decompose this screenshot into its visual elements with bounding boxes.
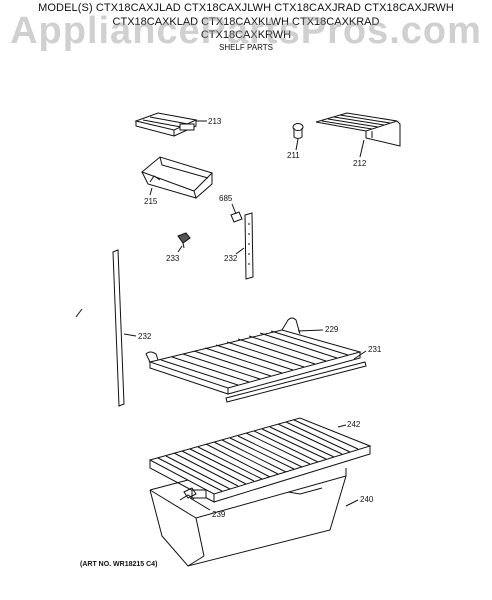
leader-233: [177, 245, 183, 253]
leader-231: [353, 350, 367, 360]
leader-215: [149, 187, 153, 196]
part-239-tab[interactable]: [183, 487, 197, 499]
leader-212: [359, 139, 365, 158]
part-213-shelf-rack[interactable]: [134, 112, 198, 137]
leader-239: [189, 497, 211, 511]
leader-240: [345, 499, 359, 507]
leader-242: [337, 424, 347, 428]
label-231: 231: [368, 345, 382, 354]
part-685-clip[interactable]: [230, 211, 243, 223]
part-229-wire-shelf[interactable]: [145, 317, 362, 395]
leader-685: [231, 203, 237, 215]
leader-229: [297, 329, 324, 332]
label-240: 240: [360, 495, 374, 504]
label-242: 242: [347, 420, 361, 429]
model-list-line-3: CTX18CAXKRWH: [200, 29, 292, 41]
label-232b: 232: [138, 332, 152, 341]
stray-mark: [75, 308, 83, 318]
part-212-wire-shelf[interactable]: [315, 112, 401, 147]
part-240-crisper-drawer[interactable]: [149, 468, 347, 567]
label-233: 233: [166, 254, 180, 263]
label-215: 215: [144, 197, 158, 206]
section-subtitle: SHELF PARTS: [219, 43, 273, 52]
part-242-crisper-cover[interactable]: [148, 417, 372, 503]
label-685: 685: [219, 194, 233, 203]
label-211: 211: [287, 151, 300, 160]
leader-211: [295, 138, 299, 151]
label-239: 239: [212, 510, 226, 519]
part-232-shelf-support-center[interactable]: [244, 212, 254, 280]
part-211-knob[interactable]: [292, 123, 304, 139]
watermark-logo: AppliancePartsPros.com: [10, 10, 482, 52]
model-list-line-1: MODEL(S) CTX18CAXJLAD CTX18CAXJLWH CTX18…: [38, 2, 454, 14]
part-233-bracket[interactable]: [177, 232, 191, 249]
label-229: 229: [325, 325, 339, 334]
label-232a: 232: [224, 254, 238, 263]
part-231-trim-strip[interactable]: [225, 361, 367, 403]
part-215-door-bin[interactable]: [141, 156, 213, 199]
label-212: 212: [353, 159, 367, 168]
art-number: (ART NO. WR18215 C4): [80, 561, 158, 568]
leader-232b: [123, 333, 137, 337]
label-213: 213: [208, 117, 222, 126]
model-list-line-2: CTX18CAXKLAD CTX18CAXKLWH CTX18CAXKRAD: [112, 16, 380, 28]
leader-232a: [235, 247, 245, 255]
part-232-shelf-rail-left[interactable]: [112, 249, 125, 407]
